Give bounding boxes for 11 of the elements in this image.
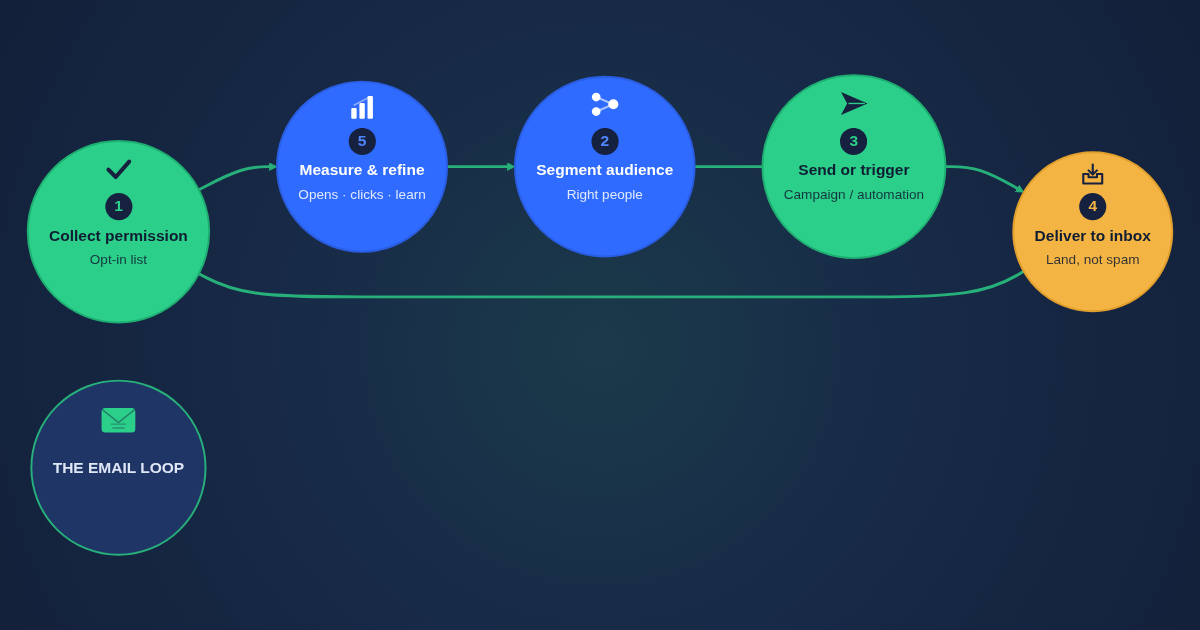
node-circle: 1 Collect permission Opt-in list <box>26 140 211 324</box>
arrow <box>198 162 278 192</box>
node-circle: 2 Segment audience Right people <box>513 75 696 258</box>
arrow <box>447 162 516 171</box>
arrow <box>945 165 1025 193</box>
node-circle: THE EMAIL LOOP <box>30 379 207 556</box>
connector <box>198 270 1025 299</box>
node-circle: 4 Deliver to inbox Land, not spam <box>1012 151 1174 313</box>
node-circle: 5 Measure & refine Opens · clicks · learn <box>276 80 449 253</box>
node-circle: 3 Send or trigger Campaign / automation <box>761 74 947 260</box>
connector <box>694 165 763 169</box>
